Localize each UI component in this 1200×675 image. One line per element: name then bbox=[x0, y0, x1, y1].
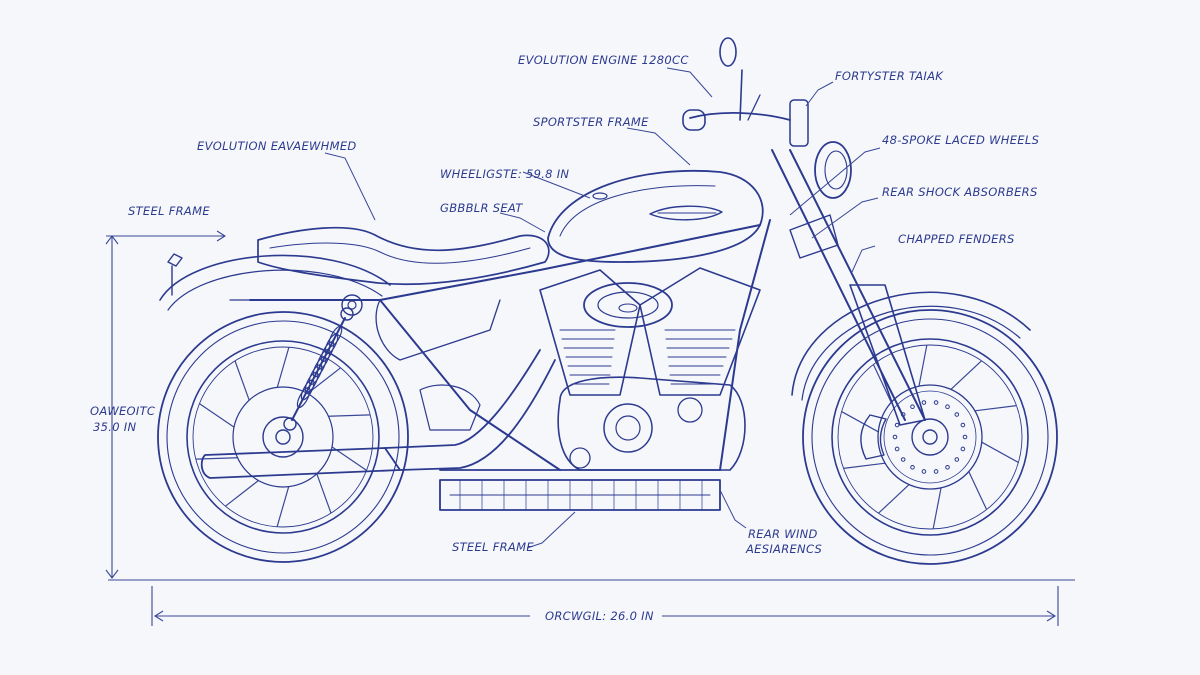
label-rear-shock: REAR SHOCK ABSORBERS bbox=[882, 185, 1038, 199]
rear-shock bbox=[283, 307, 354, 431]
label-height-name: OAWEOITC bbox=[90, 404, 155, 418]
label-wheelbase: WHEELIGSTE: 59.8 IN bbox=[440, 167, 569, 181]
leader-lines bbox=[324, 67, 881, 549]
label-evolution-engine: EVOLUTION ENGINE 1280CC bbox=[518, 53, 689, 67]
label-chopped-fenders: CHAPPED FENDERS bbox=[898, 232, 1015, 246]
label-rear-wind-line1: REAR WIND bbox=[748, 527, 818, 541]
exhaust-system bbox=[200, 349, 721, 511]
fuel-tank bbox=[547, 169, 764, 263]
handlebar-cockpit bbox=[682, 37, 852, 259]
dimension-lines bbox=[105, 230, 1075, 626]
label-steel-frame-top: STEEL FRAME bbox=[128, 204, 210, 218]
label-cobbler-seat: GBBBLR SEAT bbox=[440, 201, 523, 215]
label-fortyster-tank: FORTYSTER TAIAK bbox=[835, 69, 944, 83]
label-spoke-wheels: 48-SPOKE LACED WHEELS bbox=[882, 133, 1039, 147]
label-overall: ORCWGIL: 26.0 IN bbox=[545, 609, 654, 623]
front-wheel bbox=[802, 309, 1058, 565]
fenders bbox=[159, 253, 1031, 401]
label-sportster-frame: SPORTSTER FRAME bbox=[533, 115, 649, 129]
engine bbox=[419, 267, 761, 471]
label-steel-frame-bottom: STEEL FRAME bbox=[452, 540, 534, 554]
annotations: EVOLUTION ENGINE 1280CC FORTYSTER TAIAK … bbox=[90, 53, 1039, 623]
label-height-value: 35.0 IN bbox=[93, 420, 136, 434]
label-rear-wind-line2: AESIARENCS bbox=[745, 542, 822, 556]
seat bbox=[257, 226, 550, 286]
rear-wheel bbox=[157, 311, 409, 563]
label-evolution-enhanced: EVOLUTION EAVAEWHMED bbox=[197, 139, 357, 153]
front-fork bbox=[771, 149, 926, 426]
